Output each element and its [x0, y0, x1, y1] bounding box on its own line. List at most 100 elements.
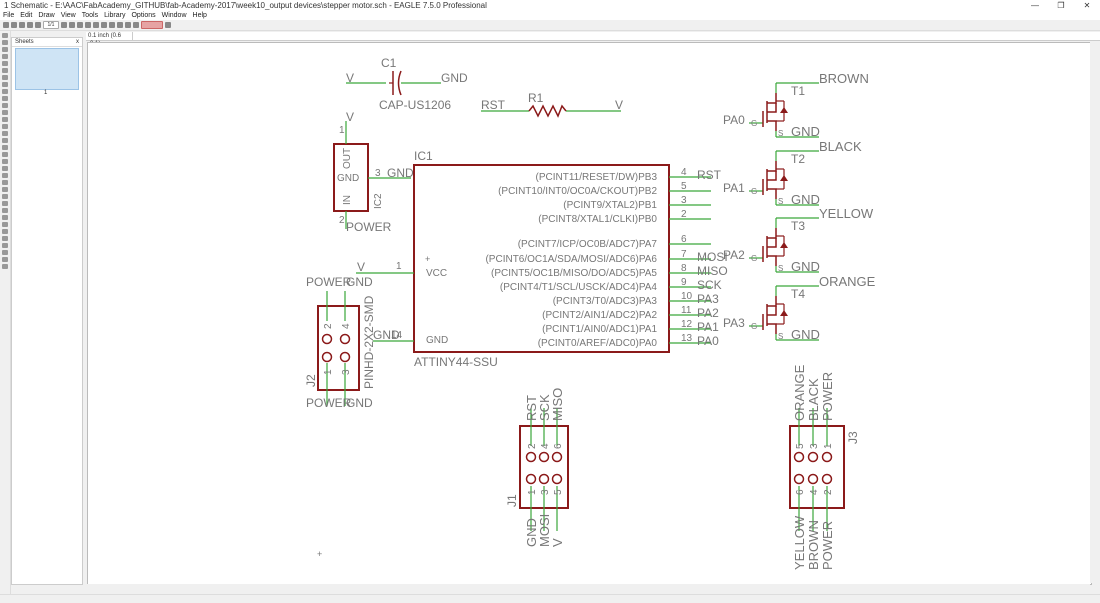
sheet-thumbnail[interactable]	[15, 48, 79, 90]
dimension-tool-icon[interactable]	[2, 257, 8, 262]
menu-tools[interactable]: Tools	[81, 12, 99, 19]
resistor-r1[interactable]: RST V R1	[481, 91, 623, 118]
value-tool-icon[interactable]	[2, 145, 8, 150]
grid-icon[interactable]	[165, 22, 171, 28]
ic1-pin-label-11: (PCINT2/AIN1/ADC2)PA2	[542, 310, 657, 321]
menu-draw[interactable]: Draw	[38, 12, 55, 19]
label-tool-icon[interactable]	[2, 243, 8, 248]
j1-bottom-net: MOSI	[537, 514, 552, 547]
c1-left-net: V	[346, 71, 354, 85]
close-button[interactable]: ✕	[1083, 1, 1091, 10]
microcontroller-ic1[interactable]: IC1 ATTINY44-SSU + V 1 VCC GND 14 GND (P…	[356, 149, 728, 369]
copy-tool-icon[interactable]	[2, 68, 8, 73]
change-tool-icon[interactable]	[2, 96, 8, 101]
maximize-button[interactable]: ❐	[1057, 1, 1065, 10]
replace-tool-icon[interactable]	[2, 131, 8, 136]
layer-select-icon[interactable]	[141, 21, 163, 29]
save-icon[interactable]	[11, 22, 17, 28]
display-tool-icon[interactable]	[2, 47, 8, 52]
ic1-net-pa0: PA0	[697, 334, 719, 348]
ic1-pin-number-10: 10	[681, 291, 693, 302]
script-icon[interactable]	[61, 22, 67, 28]
rect-tool-icon[interactable]	[2, 208, 8, 213]
schematic-canvas[interactable]: V GND C1 CAP-US1206 RST V R1 V 1 2 3 GND…	[87, 42, 1092, 585]
ic1-pin-label-7: (PCINT6/OC1A/SDA/MOSI/ADC6)PA6	[485, 254, 657, 265]
zoom-fit-icon[interactable]	[77, 22, 83, 28]
invoke-tool-icon[interactable]	[2, 173, 8, 178]
j2-pin2: 2	[323, 323, 334, 329]
miter-tool-icon[interactable]	[2, 159, 8, 164]
redo-icon[interactable]	[109, 22, 115, 28]
add-tool-icon[interactable]	[2, 117, 8, 122]
rotate-tool-icon[interactable]	[2, 82, 8, 87]
bus-tool-icon[interactable]	[2, 222, 8, 227]
sheet-select[interactable]: 1/1	[43, 21, 59, 29]
stop-icon[interactable]	[117, 22, 123, 28]
open-icon[interactable]	[3, 22, 9, 28]
vertical-scrollbar[interactable]	[1090, 42, 1100, 583]
board-icon[interactable]	[35, 22, 41, 28]
ic2-out-label: OUT	[342, 148, 353, 169]
polygon-tool-icon[interactable]	[2, 215, 8, 220]
circle-tool-icon[interactable]	[2, 194, 8, 199]
ic1-net-pa2: PA2	[697, 306, 719, 320]
mirror-tool-icon[interactable]	[2, 75, 8, 80]
j3-bottom-net: BROWN	[806, 520, 821, 570]
name-tool-icon[interactable]	[2, 138, 8, 143]
minimize-button[interactable]: —	[1031, 1, 1039, 10]
zoom-in-icon[interactable]	[85, 22, 91, 28]
paste-tool-icon[interactable]	[2, 103, 8, 108]
menu-help[interactable]: Help	[192, 12, 207, 19]
j3-top-pin: 5	[795, 443, 806, 449]
menu-view[interactable]: View	[60, 12, 76, 19]
undo-icon[interactable]	[101, 22, 107, 28]
move-tool-icon[interactable]	[2, 61, 8, 66]
pinswap-tool-icon[interactable]	[2, 124, 8, 129]
ic1-net-rst: RST	[697, 168, 722, 182]
go-icon[interactable]	[125, 22, 131, 28]
cam-icon[interactable]	[27, 22, 33, 28]
text-tool-icon[interactable]	[2, 187, 8, 192]
menu-library[interactable]: Library	[104, 12, 126, 19]
horizontal-scrollbar[interactable]	[87, 584, 1090, 593]
junction-tool-icon[interactable]	[2, 236, 8, 241]
show-tool-icon[interactable]	[2, 40, 8, 45]
smash-tool-icon[interactable]	[2, 152, 8, 157]
regulator-ic2[interactable]: V 1 2 3 GND GND OUT IN IC2 POWER	[333, 110, 414, 234]
capacitor-c1[interactable]: V GND C1 CAP-US1206	[346, 56, 468, 112]
menu-window[interactable]: Window	[161, 12, 187, 19]
menu-options[interactable]: Options	[131, 12, 156, 19]
info-icon[interactable]	[133, 22, 139, 28]
arc-tool-icon[interactable]	[2, 201, 8, 206]
delete-tool-icon[interactable]	[2, 110, 8, 115]
info-tool-icon[interactable]	[2, 33, 8, 38]
ulp-icon[interactable]	[69, 22, 75, 28]
transistor-name: T1	[791, 84, 805, 98]
net-tool-icon[interactable]	[2, 229, 8, 234]
ic2-value: POWER	[346, 220, 392, 234]
attribute-tool-icon[interactable]	[2, 250, 8, 255]
ic2-name: IC2	[373, 193, 384, 209]
header-j2[interactable]: 2 4 1 3 POWER GND POWER GND PINHD-2X2-SM…	[304, 275, 376, 410]
ic2-gnd-label: GND	[337, 173, 359, 184]
transistor-gate-net: PA1	[723, 181, 745, 195]
wire-tool-icon[interactable]	[2, 180, 8, 185]
print-icon[interactable]	[19, 22, 25, 28]
split-tool-icon[interactable]	[2, 166, 8, 171]
ic1-net-pa3: PA3	[697, 292, 719, 306]
erc-tool-icon[interactable]	[2, 264, 8, 269]
menu-edit[interactable]: Edit	[20, 12, 33, 19]
j3-name: J3	[846, 431, 860, 444]
zoom-out-icon[interactable]	[93, 22, 99, 28]
mark-tool-icon[interactable]	[2, 54, 8, 59]
menu-file[interactable]: File	[3, 12, 15, 19]
group-tool-icon[interactable]	[2, 89, 8, 94]
transistor-g-label: G	[751, 322, 757, 331]
sheets-close-icon[interactable]: x	[76, 39, 79, 45]
